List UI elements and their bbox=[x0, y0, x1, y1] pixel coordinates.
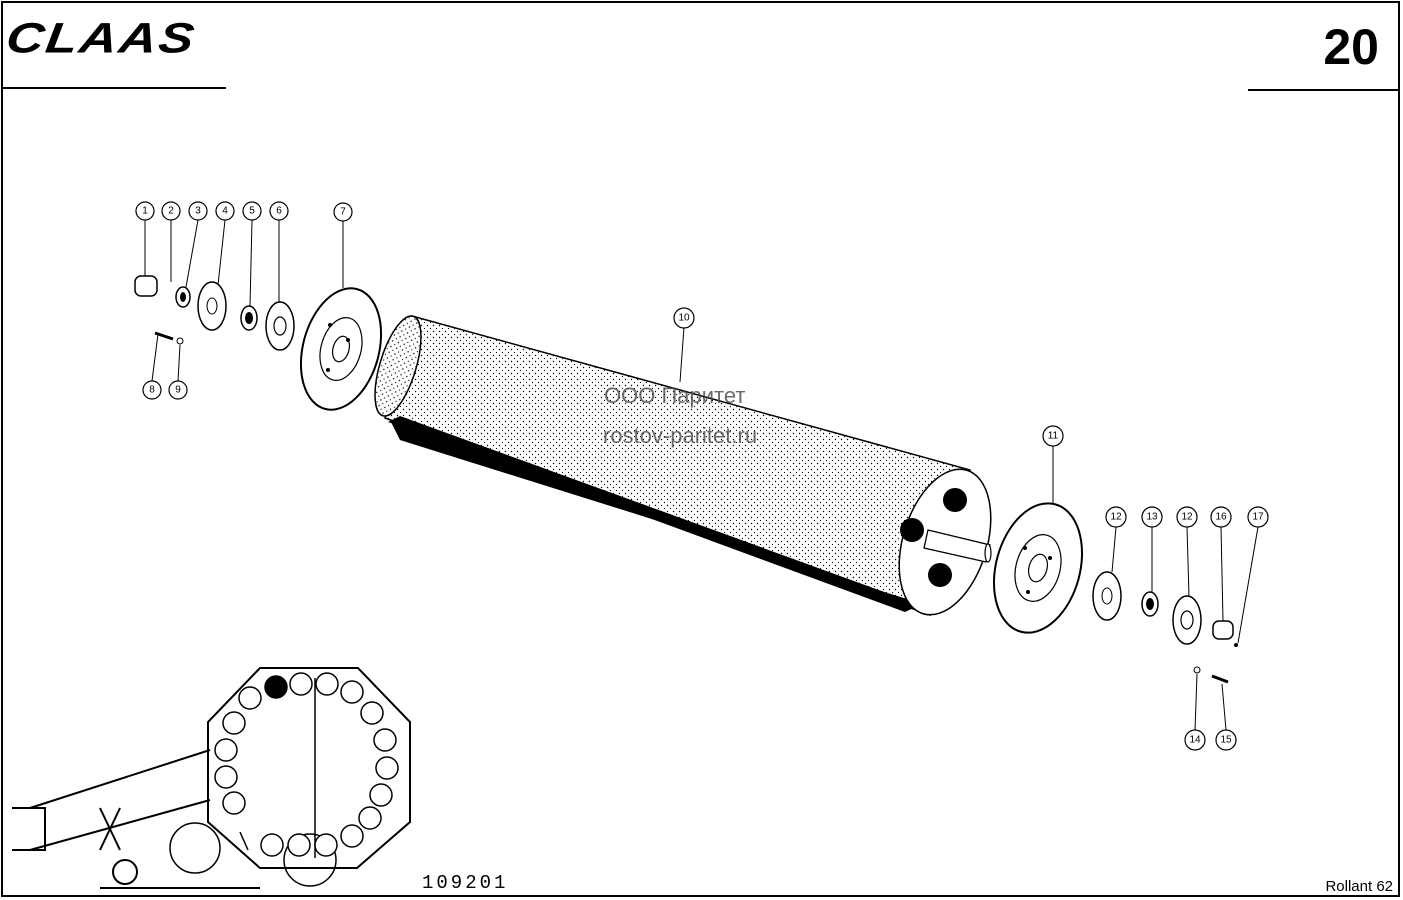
svg-text:12: 12 bbox=[1110, 512, 1122, 523]
callout-13: 13 bbox=[1141, 506, 1163, 528]
left-small-parts bbox=[134, 275, 295, 351]
callout-3: 3 bbox=[188, 201, 208, 221]
right-flange bbox=[992, 502, 1084, 634]
svg-text:10: 10 bbox=[678, 313, 690, 324]
svg-text:14: 14 bbox=[1189, 735, 1201, 746]
header-rule-left bbox=[2, 87, 226, 89]
svg-text:6: 6 bbox=[276, 206, 282, 217]
callout-12a: 12 bbox=[1105, 506, 1127, 528]
callout-9: 9 bbox=[168, 380, 188, 400]
header-rule-right bbox=[1248, 89, 1398, 91]
left-flange bbox=[299, 287, 383, 411]
callout-2: 2 bbox=[161, 201, 181, 221]
svg-text:7: 7 bbox=[340, 207, 346, 218]
callout-15: 15 bbox=[1215, 729, 1237, 751]
callout-12b: 12 bbox=[1176, 506, 1198, 528]
callout-10: 10 bbox=[673, 307, 695, 329]
baler-locator-sketch bbox=[12, 667, 411, 889]
svg-text:16: 16 bbox=[1215, 512, 1227, 523]
callout-8: 8 bbox=[142, 380, 162, 400]
svg-text:1: 1 bbox=[142, 206, 148, 217]
drawing-number: 109201 bbox=[422, 872, 509, 894]
svg-text:5: 5 bbox=[249, 206, 255, 217]
callout-17: 17 bbox=[1247, 506, 1269, 528]
baler-rollers bbox=[214, 672, 399, 857]
svg-text:17: 17 bbox=[1252, 512, 1264, 523]
callout-16: 16 bbox=[1210, 506, 1232, 528]
svg-text:12: 12 bbox=[1181, 512, 1193, 523]
svg-text:13: 13 bbox=[1146, 512, 1158, 523]
callout-6: 6 bbox=[269, 201, 289, 221]
roller-tube bbox=[374, 315, 992, 616]
watermark-company: ООО Паритет bbox=[604, 383, 746, 408]
svg-text:15: 15 bbox=[1220, 735, 1232, 746]
callout-14: 14 bbox=[1184, 729, 1206, 751]
callout-11: 11 bbox=[1042, 425, 1064, 447]
right-small-parts bbox=[1092, 571, 1238, 684]
watermark-url: rostov-paritet.ru bbox=[603, 423, 758, 448]
svg-text:11: 11 bbox=[1048, 431, 1059, 442]
model-label: Rollant 62 bbox=[1325, 878, 1393, 895]
page-number: 20 bbox=[1323, 19, 1379, 75]
callout-1: 1 bbox=[135, 201, 155, 221]
svg-text:2: 2 bbox=[168, 206, 174, 217]
callout-7: 7 bbox=[333, 202, 353, 222]
svg-text:8: 8 bbox=[149, 385, 155, 396]
svg-text:4: 4 bbox=[222, 206, 228, 217]
callout-4: 4 bbox=[215, 201, 235, 221]
svg-text:3: 3 bbox=[195, 206, 201, 217]
svg-text:9: 9 bbox=[175, 385, 181, 396]
leader-lines bbox=[144, 219, 1259, 731]
callout-5: 5 bbox=[242, 201, 262, 221]
